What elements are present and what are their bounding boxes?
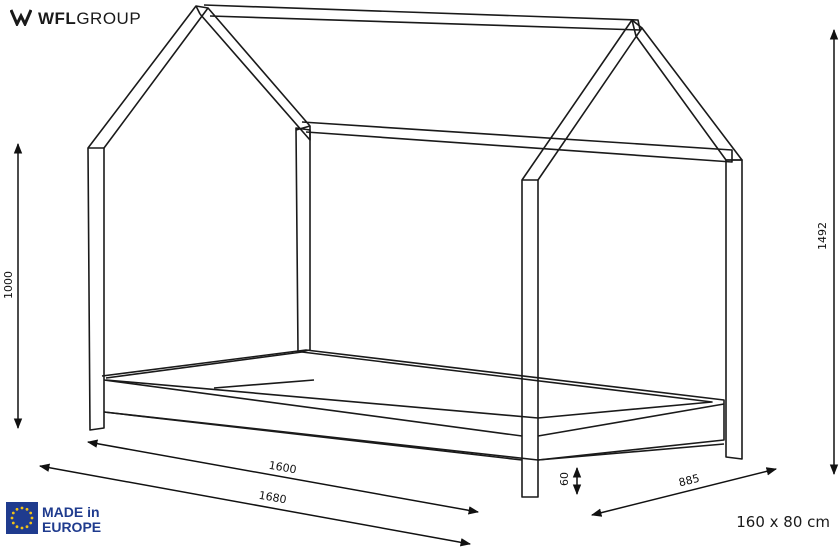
dim-line-width [590,467,778,517]
right-gable-left-rafter [521,19,643,181]
right-gable-right-rafter [635,27,743,161]
dim-label-height-left: 1000 [2,271,15,299]
made-in-europe-text: MADE in EUROPE [42,505,101,535]
dim-line-outer-length [38,463,472,547]
bed-frame-drawing [87,4,743,498]
made-in-europe-badge: MADE in EUROPE [6,502,101,538]
bed-base-right-rail [537,403,725,461]
dim-label-inner-length: 1600 [268,459,298,477]
brand-name: WFLGROUP [38,9,142,28]
dim-label-outer-length: 1680 [258,489,288,507]
badge-line-1: MADE in [42,504,100,520]
dimension-lines [13,28,839,547]
badge-line-2: EUROPE [42,519,102,535]
back-top-rail [301,121,733,163]
front-left-post [87,147,105,431]
left-gable-left-rafter [87,5,209,149]
bed-slat-divider [213,379,315,389]
back-left-post [295,127,311,353]
bed-base-front-rail [103,379,523,461]
ridge-beam [203,4,641,31]
brand-logo: WFLGROUP [9,8,142,30]
left-gable-right-rafter [199,7,311,141]
dim-label-width: 885 [677,472,701,490]
dim-label-height-total: 1492 [816,222,829,250]
bed-size-label: 160 x 80 cm [736,513,830,531]
front-right-post [521,179,539,498]
bed-base-inner [105,351,713,419]
dim-label-frame-height: 60 [558,472,571,486]
eu-flag-icon [6,502,38,538]
back-right-post [725,159,743,460]
wfl-chevron-logo-icon [9,8,33,30]
